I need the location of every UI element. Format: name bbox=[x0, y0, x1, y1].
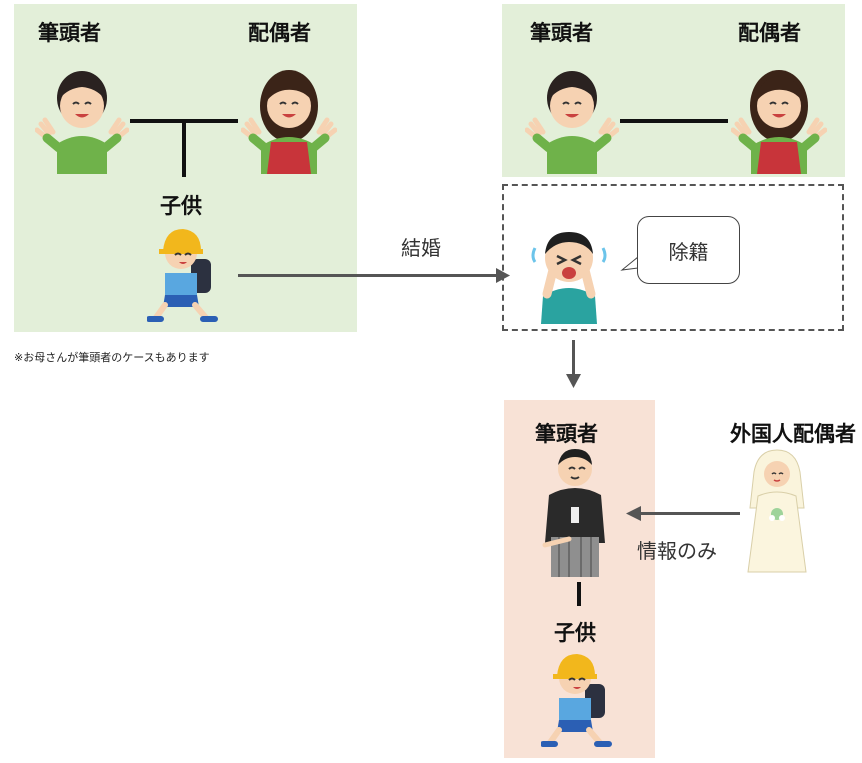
parents-marriage-connector-line bbox=[620, 119, 728, 123]
marriage-label: 結婚 bbox=[401, 236, 441, 260]
new-register-child-connector-line bbox=[577, 582, 581, 606]
marriage-arrow-line bbox=[238, 274, 498, 277]
info-only-arrow-line bbox=[640, 512, 740, 515]
new-register-child-label: 子供 bbox=[554, 621, 596, 645]
speech-bubble-tail bbox=[620, 256, 640, 276]
info-only-label: 情報のみ bbox=[637, 539, 717, 563]
parent-mother-figure bbox=[731, 62, 827, 174]
child-figure bbox=[147, 225, 219, 323]
info-only-arrow-head bbox=[626, 506, 641, 521]
footnote: ※お母さんが筆頭者のケースもあります bbox=[14, 351, 210, 364]
removal-speech-bubble: 除籍 bbox=[637, 216, 740, 284]
parent-father-figure bbox=[525, 62, 619, 174]
crying-son-figure bbox=[527, 226, 613, 324]
child-label: 子供 bbox=[160, 194, 202, 218]
groom-figure bbox=[541, 447, 609, 583]
down-arrow-line bbox=[572, 340, 575, 376]
new-head-of-household-label: 筆頭者 bbox=[535, 422, 598, 446]
new-register-child-figure bbox=[541, 650, 613, 748]
removal-bubble-text: 除籍 bbox=[668, 240, 709, 264]
bride-figure bbox=[744, 448, 810, 574]
parent-head-of-household-label: 筆頭者 bbox=[530, 21, 593, 45]
mother-figure bbox=[241, 62, 337, 174]
spouse-label: 配偶者 bbox=[248, 21, 311, 45]
foreign-spouse-label: 外国人配偶者 bbox=[730, 422, 856, 446]
head-of-household-label: 筆頭者 bbox=[38, 21, 101, 45]
child-connector-line bbox=[182, 121, 186, 177]
parent-spouse-label: 配偶者 bbox=[738, 21, 801, 45]
marriage-arrow-head bbox=[496, 268, 510, 283]
father-figure bbox=[35, 62, 129, 174]
down-arrow-head bbox=[566, 374, 581, 388]
